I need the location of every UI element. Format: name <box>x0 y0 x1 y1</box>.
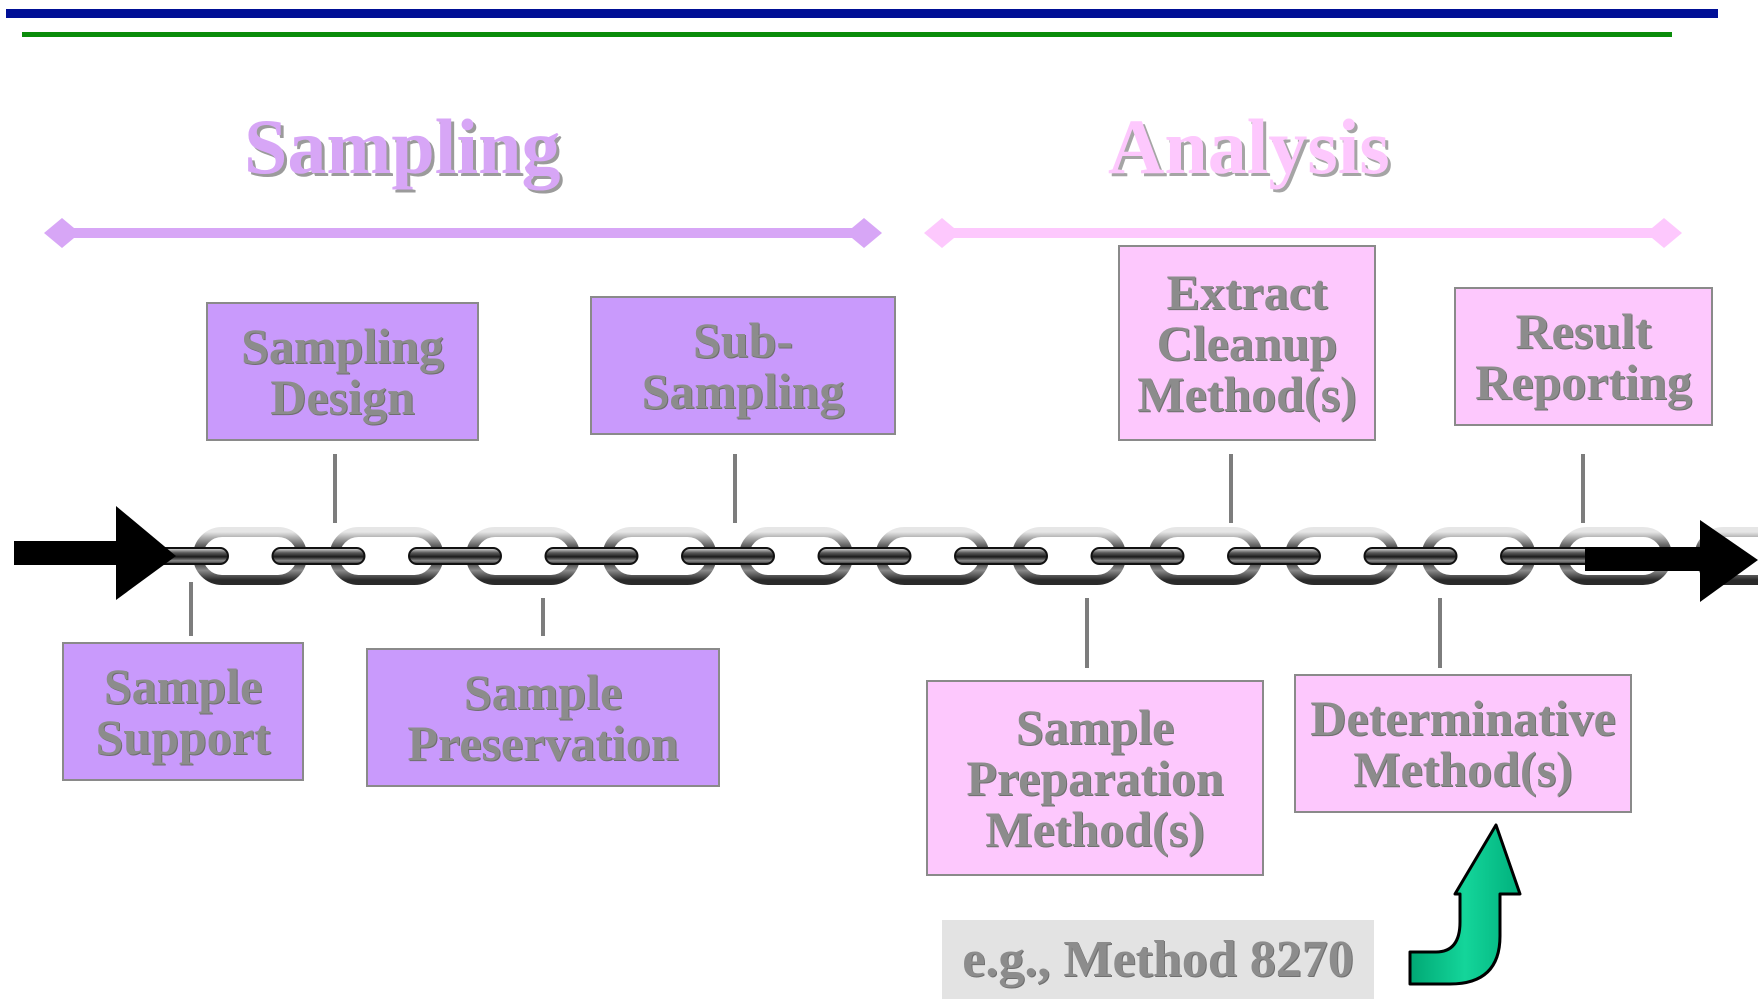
sample-preservation-step: Sample Preservation <box>366 648 720 787</box>
chain-link-edge <box>408 547 502 565</box>
determinative-step: Determinative Method(s) <box>1294 674 1632 813</box>
analysis-heading: Analysis <box>1108 103 1390 190</box>
sampling-design-label: Sampling Design <box>241 317 444 425</box>
sampling-span-bar <box>44 218 882 248</box>
chain-link-edge <box>1227 547 1321 565</box>
example-method-note: e.g., Method 8270 <box>942 920 1374 999</box>
extract-cleanup-label: Extract Cleanup Method(s) <box>1137 263 1357 422</box>
chain-link-edge <box>681 547 775 565</box>
chain-link-edge <box>1090 547 1185 565</box>
chain-link-edge <box>271 547 366 565</box>
chain-link-edge <box>1500 547 1594 565</box>
top-rule <box>6 9 1718 18</box>
result-reporting-label: Result Reporting <box>1475 302 1692 410</box>
result-reporting-step: Result Reporting <box>1454 287 1713 426</box>
chain-link-edge <box>1363 547 1458 565</box>
sub-sampling-step: Sub- Sampling <box>590 296 896 435</box>
sample-preparation-step: Sample Preparation Method(s) <box>926 680 1264 876</box>
callout-arrow <box>1408 823 1522 986</box>
sampling-heading: Sampling <box>244 103 561 190</box>
analysis-span-bar <box>924 218 1682 248</box>
chain-link-edge <box>544 547 639 565</box>
second-rule <box>22 32 1672 37</box>
chain-end-arrow <box>1585 520 1758 602</box>
chain-link-edge <box>954 547 1048 565</box>
determinative-label: Determinative Method(s) <box>1310 689 1616 797</box>
sample-preservation-label: Sample Preservation <box>407 663 679 771</box>
chain-link-edge <box>817 547 912 565</box>
sample-preparation-label: Sample Preparation Method(s) <box>966 698 1224 857</box>
chain <box>135 527 1758 585</box>
sample-support-label: Sample Support <box>95 657 271 765</box>
connector-lines <box>189 454 1585 668</box>
extract-cleanup-step: Extract Cleanup Method(s) <box>1118 245 1376 441</box>
sub-sampling-label: Sub- Sampling <box>641 311 845 419</box>
chain-start-arrow <box>14 506 176 600</box>
sampling-design-step: Sampling Design <box>206 302 479 441</box>
sample-support-step: Sample Support <box>62 642 304 781</box>
